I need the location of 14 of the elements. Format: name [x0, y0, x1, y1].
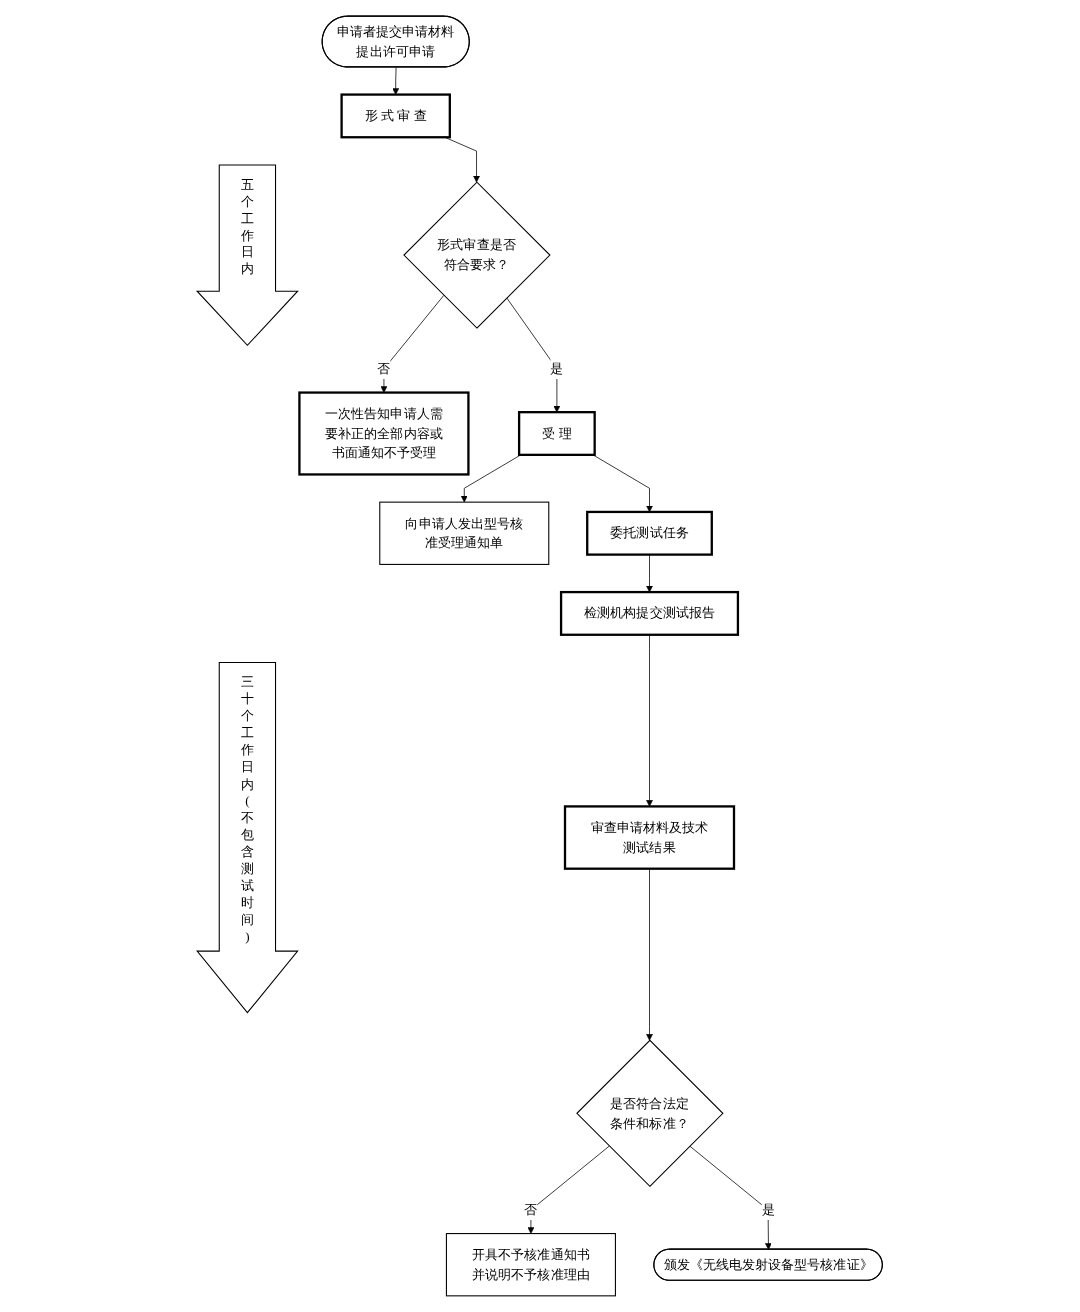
- node-box: 开具不予核准通知书并说明不予核准理由: [446, 1233, 617, 1297]
- node-box: 受 理: [518, 411, 597, 456]
- node-diamond: 是否符合法定条件和标准？: [576, 1039, 724, 1188]
- edge-label: 是: [550, 361, 564, 377]
- node-box: 一次性告知申请人需要补正的全部内容或书面通知不予受理: [298, 391, 470, 476]
- edge-label: 否: [377, 361, 391, 377]
- edge-label: 是: [761, 1202, 775, 1218]
- node-box: 委托测试任务: [586, 510, 714, 556]
- node-box: 向申请人发出型号核准受理通知单: [379, 501, 550, 565]
- node-diamond: 形式审查是否符合要求？: [403, 181, 551, 329]
- edge-label: 否: [524, 1202, 538, 1218]
- node-box: 形 式 审 查: [340, 93, 452, 139]
- node-box: 审查申请材料及技术测试结果: [564, 805, 736, 870]
- node-box: 检测机构提交测试报告: [560, 590, 740, 636]
